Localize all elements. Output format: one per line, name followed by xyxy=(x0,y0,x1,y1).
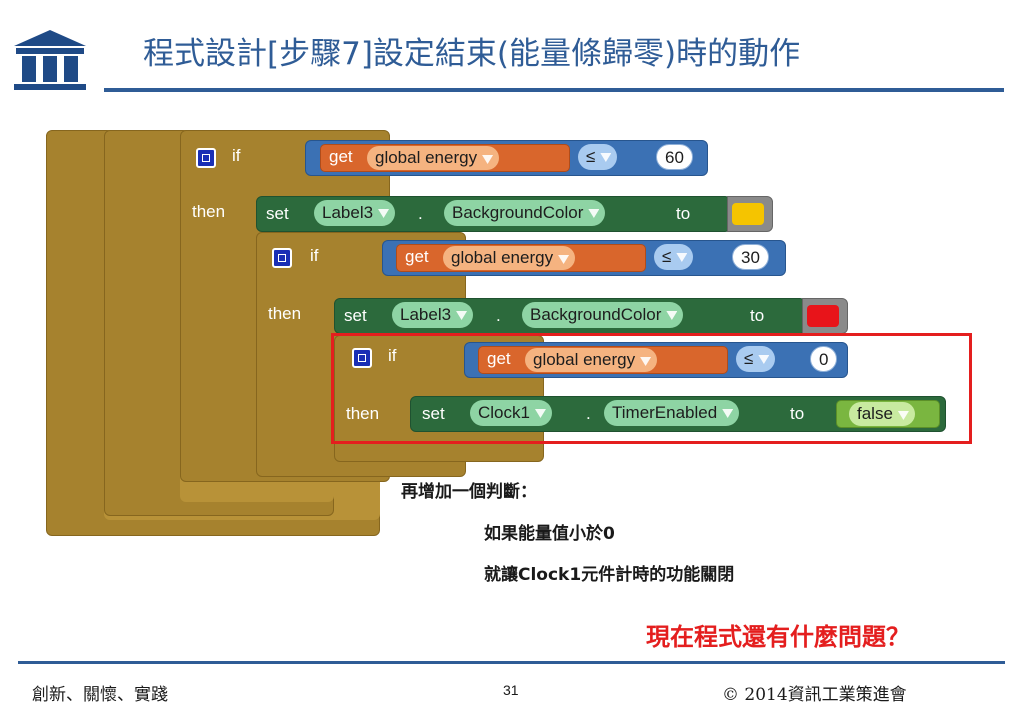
operator-dropdown[interactable]: ≤ xyxy=(578,144,618,170)
property-dropdown[interactable]: BackgroundColor xyxy=(444,200,606,226)
note-line-1: 如果能量值小於0 xyxy=(484,524,615,544)
number-0[interactable]: 0 xyxy=(810,346,838,372)
page-number: 31 xyxy=(503,682,519,698)
variable-dropdown[interactable]: global energy xyxy=(525,348,658,372)
chevron-down-icon[interactable] xyxy=(722,409,734,418)
page-title: 程式設計[步驟7]設定結束(能量條歸零)時的動作 xyxy=(143,36,801,72)
get-energy-block-60[interactable]: get global energy xyxy=(320,144,570,172)
get-energy-block-0[interactable]: get global energy xyxy=(478,346,728,374)
chevron-down-icon[interactable] xyxy=(378,209,390,218)
operator-dropdown[interactable]: ≤ xyxy=(654,244,694,270)
highlight-box xyxy=(331,333,972,444)
footer-divider xyxy=(18,661,1005,664)
footer-motto: 創新、關懷、實踐 xyxy=(32,685,168,705)
institute-logo-icon xyxy=(14,30,86,90)
mutator-icon[interactable] xyxy=(352,348,372,368)
component-dropdown[interactable]: Clock1 xyxy=(470,400,552,426)
chevron-down-icon[interactable] xyxy=(666,311,678,320)
component-dropdown[interactable]: Label3 xyxy=(392,302,474,328)
chevron-down-icon[interactable] xyxy=(676,253,688,262)
blocks-workspace: if then get global energy ≤ 60 set Label… xyxy=(0,130,1023,550)
red-swatch[interactable] xyxy=(807,305,839,327)
footer-copyright: © 2014資訊工業策進會 xyxy=(722,685,907,705)
chevron-down-icon[interactable] xyxy=(758,355,770,364)
title-divider xyxy=(104,88,1004,92)
chevron-down-icon[interactable] xyxy=(534,409,546,418)
chevron-down-icon[interactable] xyxy=(640,357,652,366)
note-heading: 再增加一個判斷： xyxy=(401,482,537,502)
get-energy-block-30[interactable]: get global energy xyxy=(396,244,646,272)
number-30[interactable]: 30 xyxy=(732,244,769,270)
mutator-icon[interactable] xyxy=(272,248,292,268)
chevron-down-icon[interactable] xyxy=(482,155,494,164)
variable-dropdown[interactable]: global energy xyxy=(367,146,500,170)
note-line-2: 就讓Clock1元件計時的功能關閉 xyxy=(484,565,735,585)
mutator-icon[interactable] xyxy=(196,148,216,168)
variable-dropdown[interactable]: global energy xyxy=(443,246,576,270)
chevron-down-icon[interactable] xyxy=(588,209,600,218)
property-dropdown[interactable]: BackgroundColor xyxy=(522,302,684,328)
chevron-down-icon[interactable] xyxy=(456,311,468,320)
chevron-down-icon[interactable] xyxy=(600,153,612,162)
property-dropdown[interactable]: TimerEnabled xyxy=(604,400,740,426)
chevron-down-icon[interactable] xyxy=(558,255,570,264)
number-60[interactable]: 60 xyxy=(656,144,693,170)
question-text: 現在程式還有什麼問題？ xyxy=(646,623,910,651)
component-dropdown[interactable]: Label3 xyxy=(314,200,396,226)
false-block[interactable]: false xyxy=(836,400,940,428)
bool-dropdown[interactable]: false xyxy=(849,402,915,426)
chevron-down-icon[interactable] xyxy=(897,411,909,420)
operator-dropdown[interactable]: ≤ xyxy=(736,346,776,372)
yellow-swatch[interactable] xyxy=(732,203,764,225)
